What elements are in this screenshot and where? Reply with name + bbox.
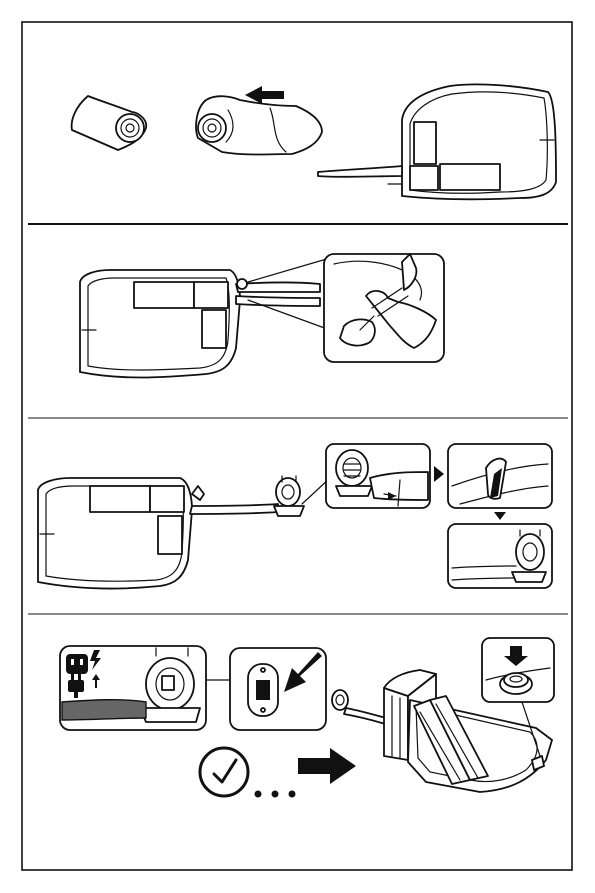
- strap-tightening-detail: [448, 444, 552, 508]
- plug-into-outlet-detail: [60, 646, 206, 730]
- clock-icon: [200, 748, 248, 796]
- spread-product-illustration: [318, 84, 556, 199]
- unrolling-product-illustration: [196, 86, 322, 155]
- hands-untying-tube-detail: [324, 254, 444, 362]
- blower-tube-insert-detail: [326, 444, 430, 508]
- step-attach-blower: [38, 444, 552, 589]
- step-power-and-inflate: [60, 638, 554, 798]
- step-open-inflation-tube: [80, 254, 444, 378]
- step-unroll: [72, 84, 556, 199]
- rolled-product-illustration: [72, 96, 147, 150]
- arrow-right-icon: [434, 466, 444, 482]
- power-switch-on-detail: [230, 648, 326, 730]
- arrow-right-icon: [298, 748, 356, 784]
- small-blower-illustration: [274, 476, 304, 516]
- closed-drain-valve-detail: [482, 638, 554, 702]
- secured-blower-detail: [448, 524, 552, 588]
- ellipsis-icon: [255, 791, 296, 798]
- arrow-down-icon: [494, 512, 506, 520]
